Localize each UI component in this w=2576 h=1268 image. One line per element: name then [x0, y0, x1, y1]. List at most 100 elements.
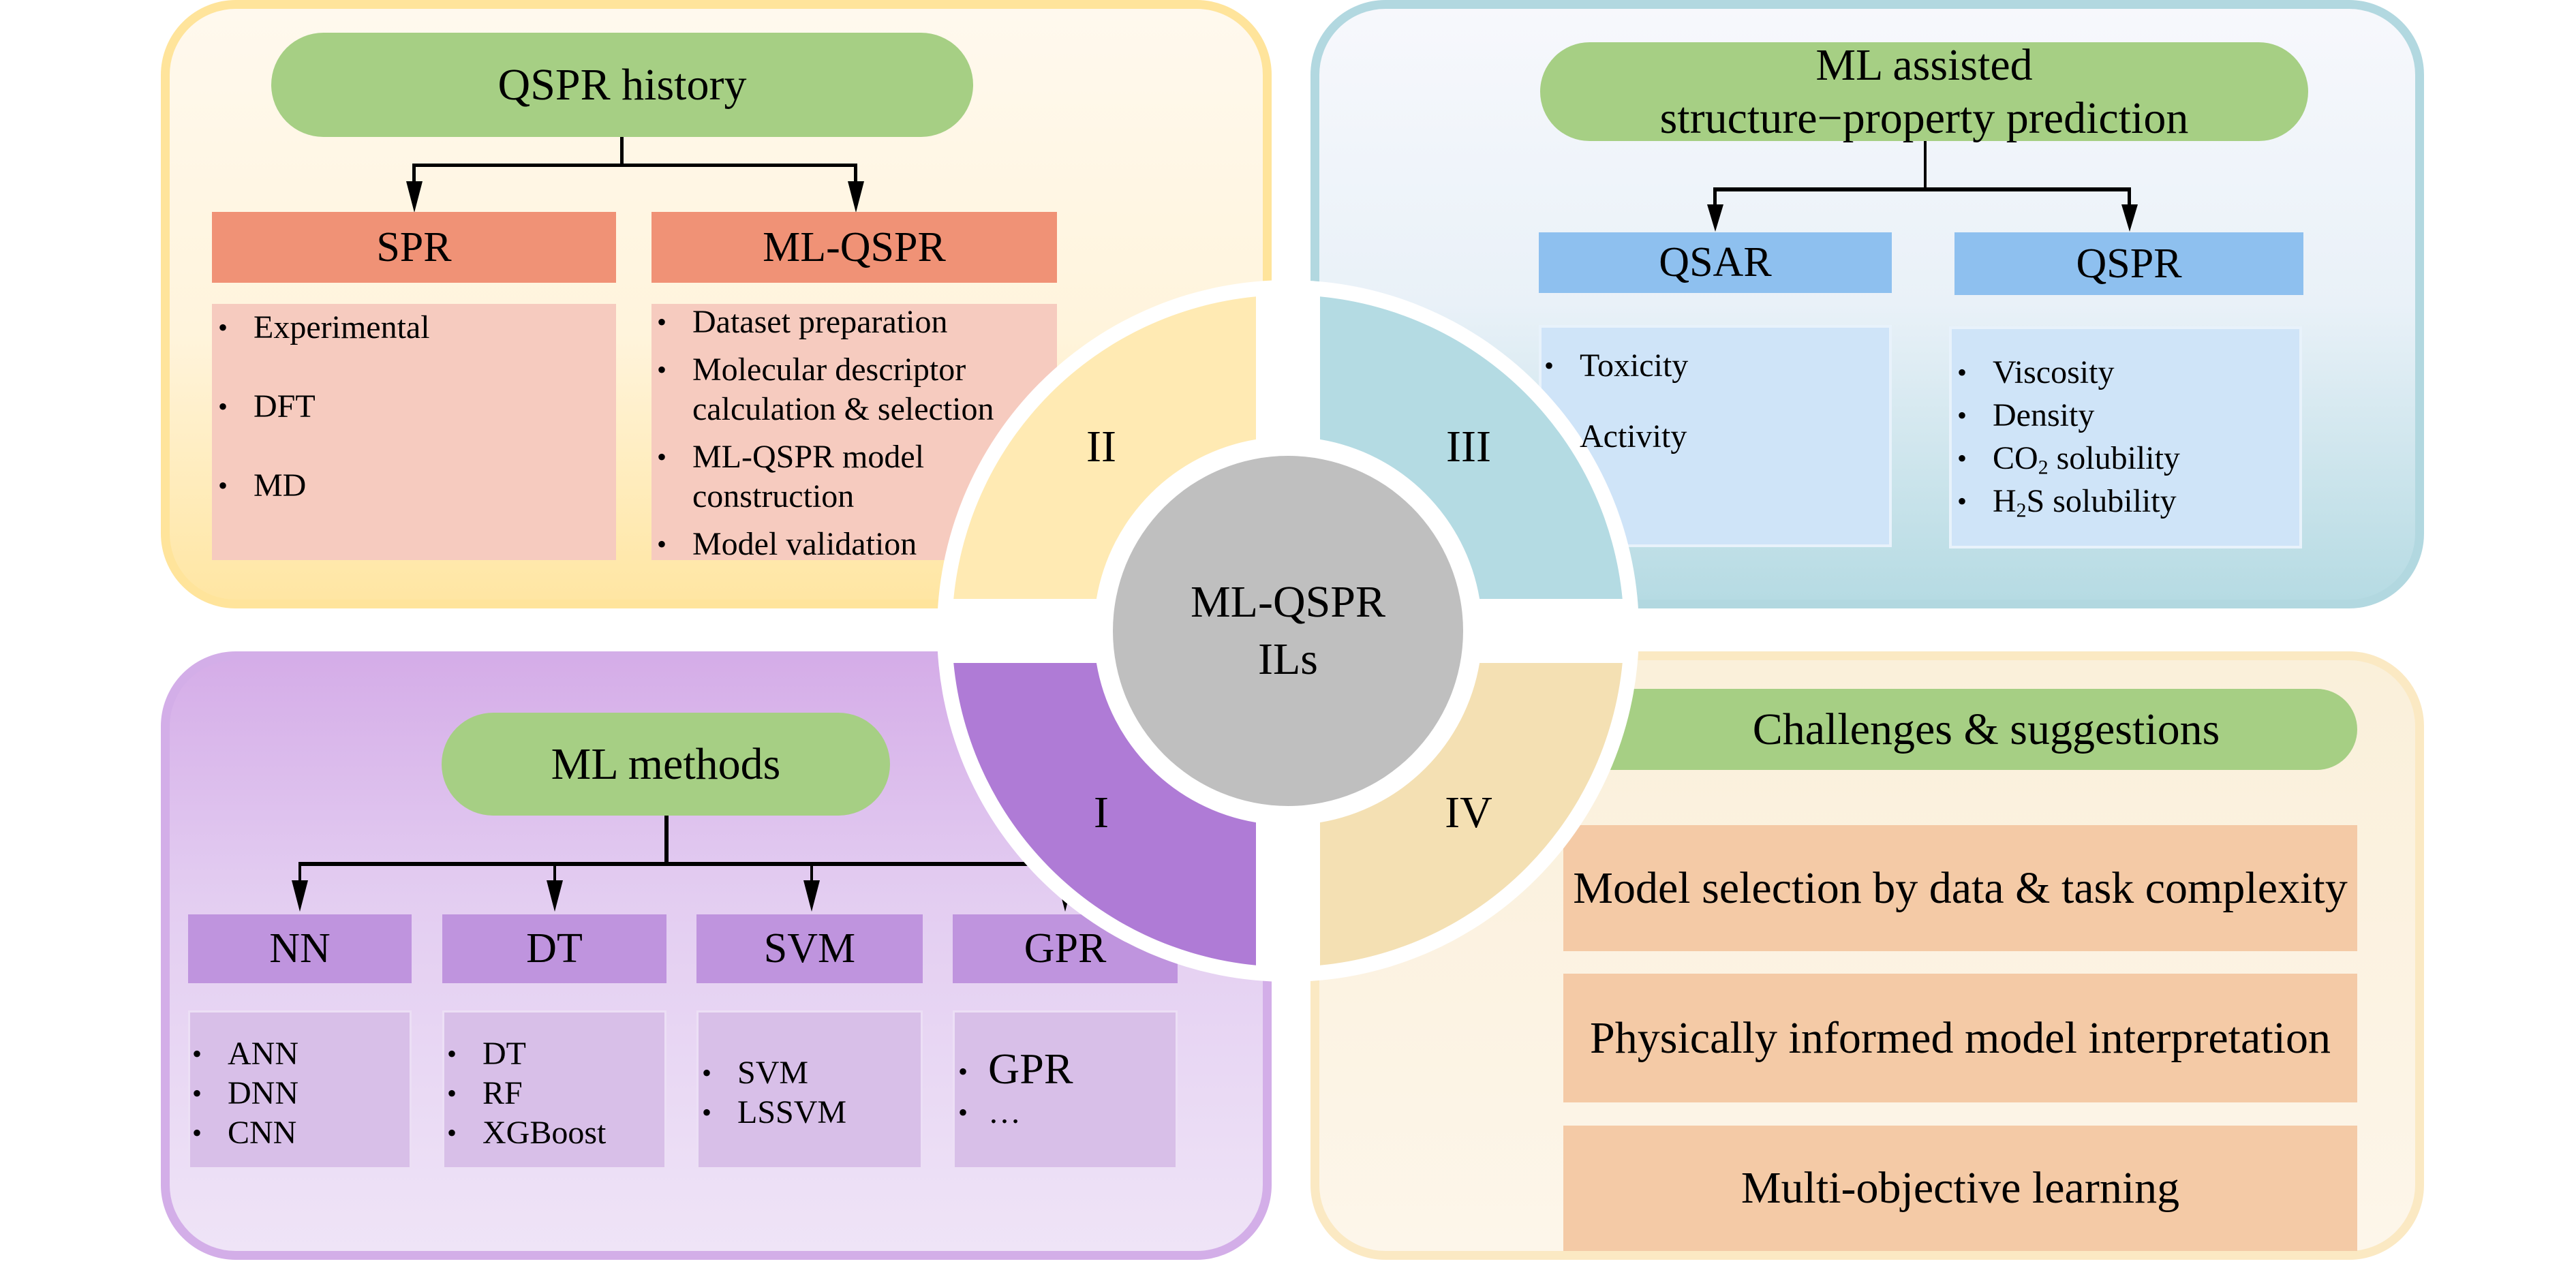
arrow-down-icon: [406, 181, 423, 213]
center-label-line2: ILs: [1258, 634, 1318, 684]
bullet-icon: •: [1544, 350, 1554, 381]
connector-line: [620, 137, 624, 167]
dt-list: •DT •RF •XGBoost: [443, 1034, 606, 1153]
bullet-icon: •: [657, 307, 667, 337]
challenge-item: Multi-objective learning: [1563, 1126, 2357, 1251]
challenge-item-label: Model selection by data & task complexit…: [1573, 863, 2348, 913]
list-item: •CNN: [188, 1113, 298, 1153]
bullet-icon: •: [657, 529, 667, 559]
list-item: •Model validation: [653, 525, 1055, 564]
bullet-icon: •: [958, 1056, 968, 1087]
bullet-icon: •: [447, 1117, 457, 1148]
list-item: •DNN: [188, 1074, 298, 1113]
bullet-icon: •: [702, 1057, 712, 1088]
nn-list: •ANN •DNN •CNN: [188, 1034, 298, 1153]
list-item: •Dataset preparation: [653, 303, 1055, 342]
nn-header: NN: [188, 914, 412, 983]
center-circle: [1113, 456, 1463, 806]
quadrant-iii: [1320, 296, 1623, 599]
list-item: •H2S solubility: [1957, 483, 2177, 522]
spr-header: SPR: [212, 212, 616, 283]
challenge-item-label: Physically informed model interpretation: [1590, 1012, 2331, 1063]
bullet-icon: •: [1957, 486, 1967, 516]
qspr-header-label: QSPR: [2076, 240, 2182, 287]
ml-qspr-header-label: ML-QSPR: [763, 223, 946, 270]
qspr-header: QSPR: [1954, 232, 2303, 295]
ml-assisted-pill: ML assisted structure−property predictio…: [1540, 40, 2308, 143]
quadrant-iv: [1320, 663, 1623, 965]
challenge-item: Physically informed model interpretation: [1563, 974, 2357, 1102]
quadrant-label-ii: II: [1086, 422, 1116, 471]
bullet-icon: •: [218, 391, 228, 422]
nn-list-box: [188, 1010, 412, 1169]
bullet-icon: •: [702, 1097, 712, 1128]
ml-qspr-list: •Dataset preparation •Molecular descript…: [653, 303, 1055, 564]
dt-list-box: [442, 1010, 666, 1169]
bullet-icon: •: [218, 470, 228, 501]
arrow-down-icon: [1707, 204, 1723, 232]
list-item: •CO2 solubility: [1957, 440, 2180, 479]
connector-line: [854, 164, 857, 184]
challenge-item: Model selection by data & task complexit…: [1563, 825, 2357, 951]
connector-line: [1924, 141, 1927, 190]
qspr-history-title: QSPR history: [497, 59, 747, 110]
connector-line: [664, 816, 669, 865]
bullet-icon: •: [192, 1117, 202, 1148]
list-item: •Toxicity: [1540, 346, 1688, 386]
ml-assisted-title-line1: ML assisted: [1815, 40, 2033, 90]
quadrant-ii: [953, 296, 1256, 599]
connector-line: [553, 862, 556, 882]
ml-methods-pill: ML methods: [442, 713, 890, 816]
bullet-icon: •: [1957, 443, 1967, 474]
list-item: •DT: [443, 1034, 606, 1074]
gpr-list-box: [953, 1010, 1178, 1169]
connector-line: [298, 862, 301, 882]
list-item: •XGBoost: [443, 1113, 606, 1153]
list-item: •ML-QSPR model construction: [657, 439, 925, 514]
connector-line: [412, 164, 416, 184]
bullet-icon: •: [192, 1078, 202, 1109]
list-item: •RF: [443, 1074, 606, 1113]
bullet-icon: •: [218, 312, 228, 343]
qspr-history-pill: QSPR history: [271, 33, 973, 137]
center-label: ML-QSPR ILs: [1191, 574, 1385, 688]
list-item: •Viscosity: [1953, 353, 2294, 392]
bullet-icon: •: [657, 354, 667, 385]
qsar-property-list: •Toxicity •Activity: [1540, 346, 1688, 457]
arrow-down-icon: [2121, 204, 2138, 232]
bullet-icon: •: [1957, 357, 1967, 388]
connector-line: [298, 862, 1069, 866]
list-item: •GPR: [954, 1045, 1073, 1093]
bullet-icon: •: [192, 1038, 202, 1069]
qspr-list-box: [1949, 326, 2302, 548]
svm-list: •SVM •LSSVM: [698, 1053, 846, 1132]
list-item: •Density: [1953, 396, 2294, 435]
quadrant-label-iii: III: [1446, 422, 1491, 471]
qsar-header-label: QSAR: [1659, 239, 1772, 285]
bullet-icon: •: [657, 442, 667, 472]
quadrant-label-iv: IV: [1445, 788, 1492, 837]
list-item: •DFT: [214, 387, 609, 427]
list-item: •Molecular descriptor calculation & sele…: [657, 352, 994, 427]
list-item: •ANN: [188, 1034, 298, 1074]
ml-qspr-header: ML-QSPR: [651, 212, 1057, 283]
qspr-property-list: •Viscosity •Density •CO2 solubility •H2S…: [1953, 353, 2294, 521]
gpr-list: •GPR •…: [954, 1045, 1073, 1132]
arrow-down-icon: [803, 880, 820, 912]
dt-header-label: DT: [526, 925, 583, 972]
list-item: •MD: [214, 466, 609, 506]
bullet-icon: •: [1957, 400, 1967, 431]
center-label-line1: ML-QSPR: [1190, 577, 1386, 627]
bullet-icon: •: [447, 1078, 457, 1109]
connector-line: [810, 862, 813, 882]
ml-assisted-title-line2: structure−property prediction: [1659, 93, 2189, 143]
bullet-icon: •: [958, 1097, 968, 1128]
svm-header-label: SVM: [763, 925, 856, 972]
connector-line: [1713, 187, 2130, 191]
quadrant-i: [953, 663, 1256, 965]
challenges-title: Challenges & suggestions: [1752, 704, 2220, 754]
list-item: •Experimental: [214, 308, 609, 347]
list-item: •…: [954, 1093, 1073, 1132]
connector-line: [2128, 187, 2131, 208]
